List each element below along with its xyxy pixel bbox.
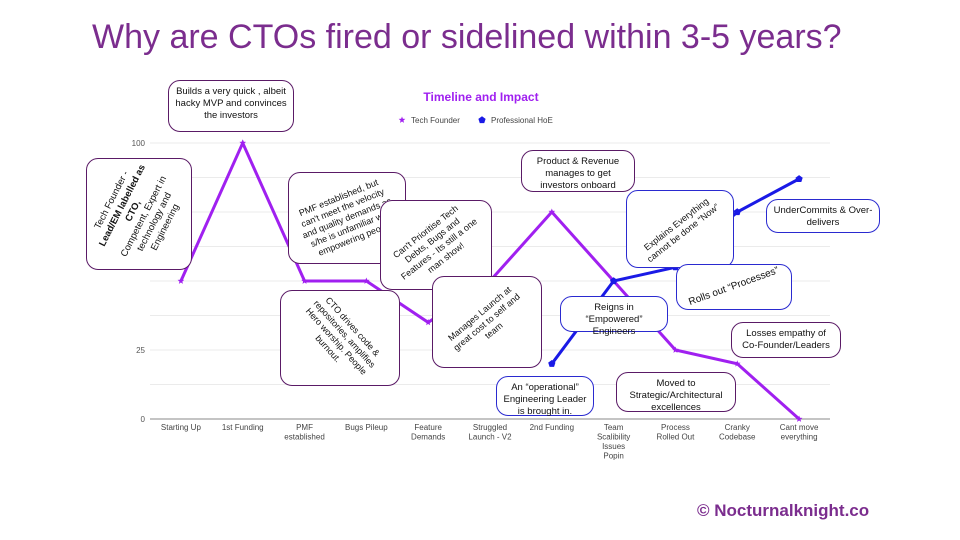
callout-rolls-out: Rolls out “Processes” — [676, 264, 792, 310]
callout-hacky-mvp: Builds a very quick , albeit hacky MVP a… — [168, 80, 294, 132]
data-point — [548, 208, 556, 215]
callout-moved-strategic: Moved to Strategic/Architectural excelle… — [616, 372, 736, 413]
callout-operational-leader: An “operational” Engineering Leader is b… — [496, 376, 594, 417]
callout-cant-prioritise: Can't Prioritise Tech Debts, Bugs and Fe… — [380, 200, 492, 290]
callout-manages-launch: Manages Launch at great cost to self and… — [432, 276, 542, 368]
data-point — [795, 415, 803, 422]
callout-explains-everything-text: Explains Everything cannot be done “Now” — [642, 196, 722, 265]
callout-undercommits: UnderCommits & Over-delivers — [766, 199, 880, 233]
legend-marker — [398, 116, 406, 123]
callout-hacky-mvp-text: Builds a very quick , albeit hacky MVP a… — [175, 86, 287, 121]
callout-losses-empathy-text: Losses empathy of Co-Founder/Leaders — [742, 328, 830, 351]
x-tick-label: Bugs Pileup — [345, 423, 388, 432]
chart-title: Timeline and Impact — [423, 90, 538, 104]
data-point — [239, 139, 247, 146]
callout-reigns-in: Reigns in “Empowered” Engineers — [560, 296, 668, 337]
callout-moved-strategic-text: Moved to Strategic/Architectural excelle… — [629, 378, 723, 413]
callout-rolls-out-text: Rolls out “Processes” — [687, 265, 781, 308]
callout-product-revenue: Product & Revenue manages to get investo… — [521, 150, 635, 192]
slide-title: Why are CTOs fired or sidelined within 3… — [92, 18, 842, 56]
callout-tech-founder: Tech Founder - Lead/EM labelled as CTO, … — [86, 158, 192, 270]
callout-manages-launch-text: Manages Launch at great cost to self and… — [446, 283, 522, 353]
data-point — [733, 360, 741, 367]
y-tick-label: 25 — [136, 346, 145, 355]
data-point — [177, 277, 185, 284]
y-tick-label: 100 — [132, 139, 146, 148]
callout-reigns-in-text: Reigns in “Empowered” Engineers — [585, 302, 643, 337]
callout-undercommits-text: UnderCommits & Over-delivers — [773, 205, 873, 228]
legend-marker — [478, 116, 486, 124]
copyright: © Nocturnalknight.co — [697, 501, 870, 520]
legend-label: Tech Founder — [411, 116, 460, 125]
data-point — [424, 318, 432, 326]
callout-cto-drives-code-text: CTO drives code & repositories, amplifie… — [303, 295, 382, 377]
callout-product-revenue-text: Product & Revenue manages to get investo… — [536, 156, 620, 191]
callout-losses-empathy: Losses empathy of Co-Founder/Leaders — [731, 322, 841, 358]
legend-label: Professional HoE — [491, 116, 553, 125]
callout-explains-everything: Explains Everything cannot be done “Now” — [626, 190, 734, 268]
y-tick-label: 0 — [141, 415, 146, 424]
x-tick-label: 1st Funding — [222, 423, 264, 432]
data-point — [795, 175, 803, 182]
callout-cto-drives-code: CTO drives code & repositories, amplifie… — [280, 290, 400, 386]
y-axis: 0 25 100 — [132, 139, 146, 424]
data-point — [548, 360, 556, 367]
x-tick-label: 2nd Funding — [530, 423, 574, 432]
data-point — [610, 277, 618, 285]
data-point — [733, 208, 741, 216]
data-point — [301, 277, 308, 284]
data-point — [363, 277, 370, 284]
callout-operational-leader-text: An “operational” Engineering Leader is b… — [503, 382, 587, 417]
chart-legend: Tech Founder Professional HoE — [398, 116, 553, 125]
x-tick-label: Starting Up — [161, 423, 202, 432]
data-point — [672, 346, 679, 353]
